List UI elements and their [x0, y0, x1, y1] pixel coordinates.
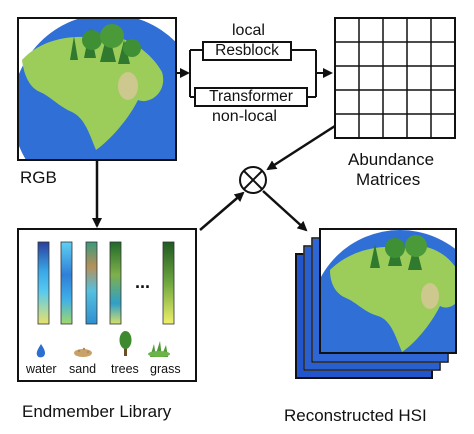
spectrum-bar-3: [85, 241, 98, 325]
library-title: Endmember Library: [22, 402, 172, 421]
transformer-label: Transformer: [209, 88, 293, 105]
resblock-label: Resblock: [215, 42, 279, 59]
branch-connectors: [176, 49, 333, 98]
spectrum-bar-4: [109, 241, 122, 325]
output-label: Reconstructed HSI: [284, 406, 427, 425]
non-local-label: non-local: [212, 108, 277, 125]
library-item-trees: trees: [111, 362, 139, 376]
library-item-grass: grass: [150, 362, 181, 376]
local-label: local: [232, 22, 265, 39]
water-drop-icon: [36, 344, 45, 358]
grass-icon: [148, 341, 170, 357]
library-item-water: water: [26, 362, 57, 376]
transformer-box: [194, 87, 308, 107]
abundance-label-line1: Abundance: [348, 150, 435, 169]
tree-icon: [119, 331, 132, 356]
resblock-box: [202, 41, 292, 61]
earth-illustration: [19, 19, 175, 159]
arrow-grid-to-multiply: [266, 124, 336, 171]
earth-illustration-hsi: [321, 230, 455, 352]
spectrum-bar-5: [162, 241, 175, 325]
arrow-multiply-to-output: [262, 190, 308, 232]
rgb-image: [17, 17, 177, 161]
spectrum-bar-1: [37, 241, 50, 325]
abundance-label-line2: Matrices: [356, 170, 421, 189]
spectrum-bar-2: [60, 241, 73, 325]
abundance-grid: [334, 17, 456, 139]
arrow-library-to-multiply: [199, 191, 245, 231]
multiply-node: [239, 166, 267, 194]
flow-arrows: [92, 124, 336, 232]
ellipsis: ...: [135, 272, 151, 292]
hsi-stack: [295, 228, 457, 379]
sand-icon: [74, 347, 92, 357]
rgb-label: RGB: [20, 168, 57, 187]
library-item-sand: sand: [69, 362, 97, 376]
endmember-library: [17, 228, 197, 382]
